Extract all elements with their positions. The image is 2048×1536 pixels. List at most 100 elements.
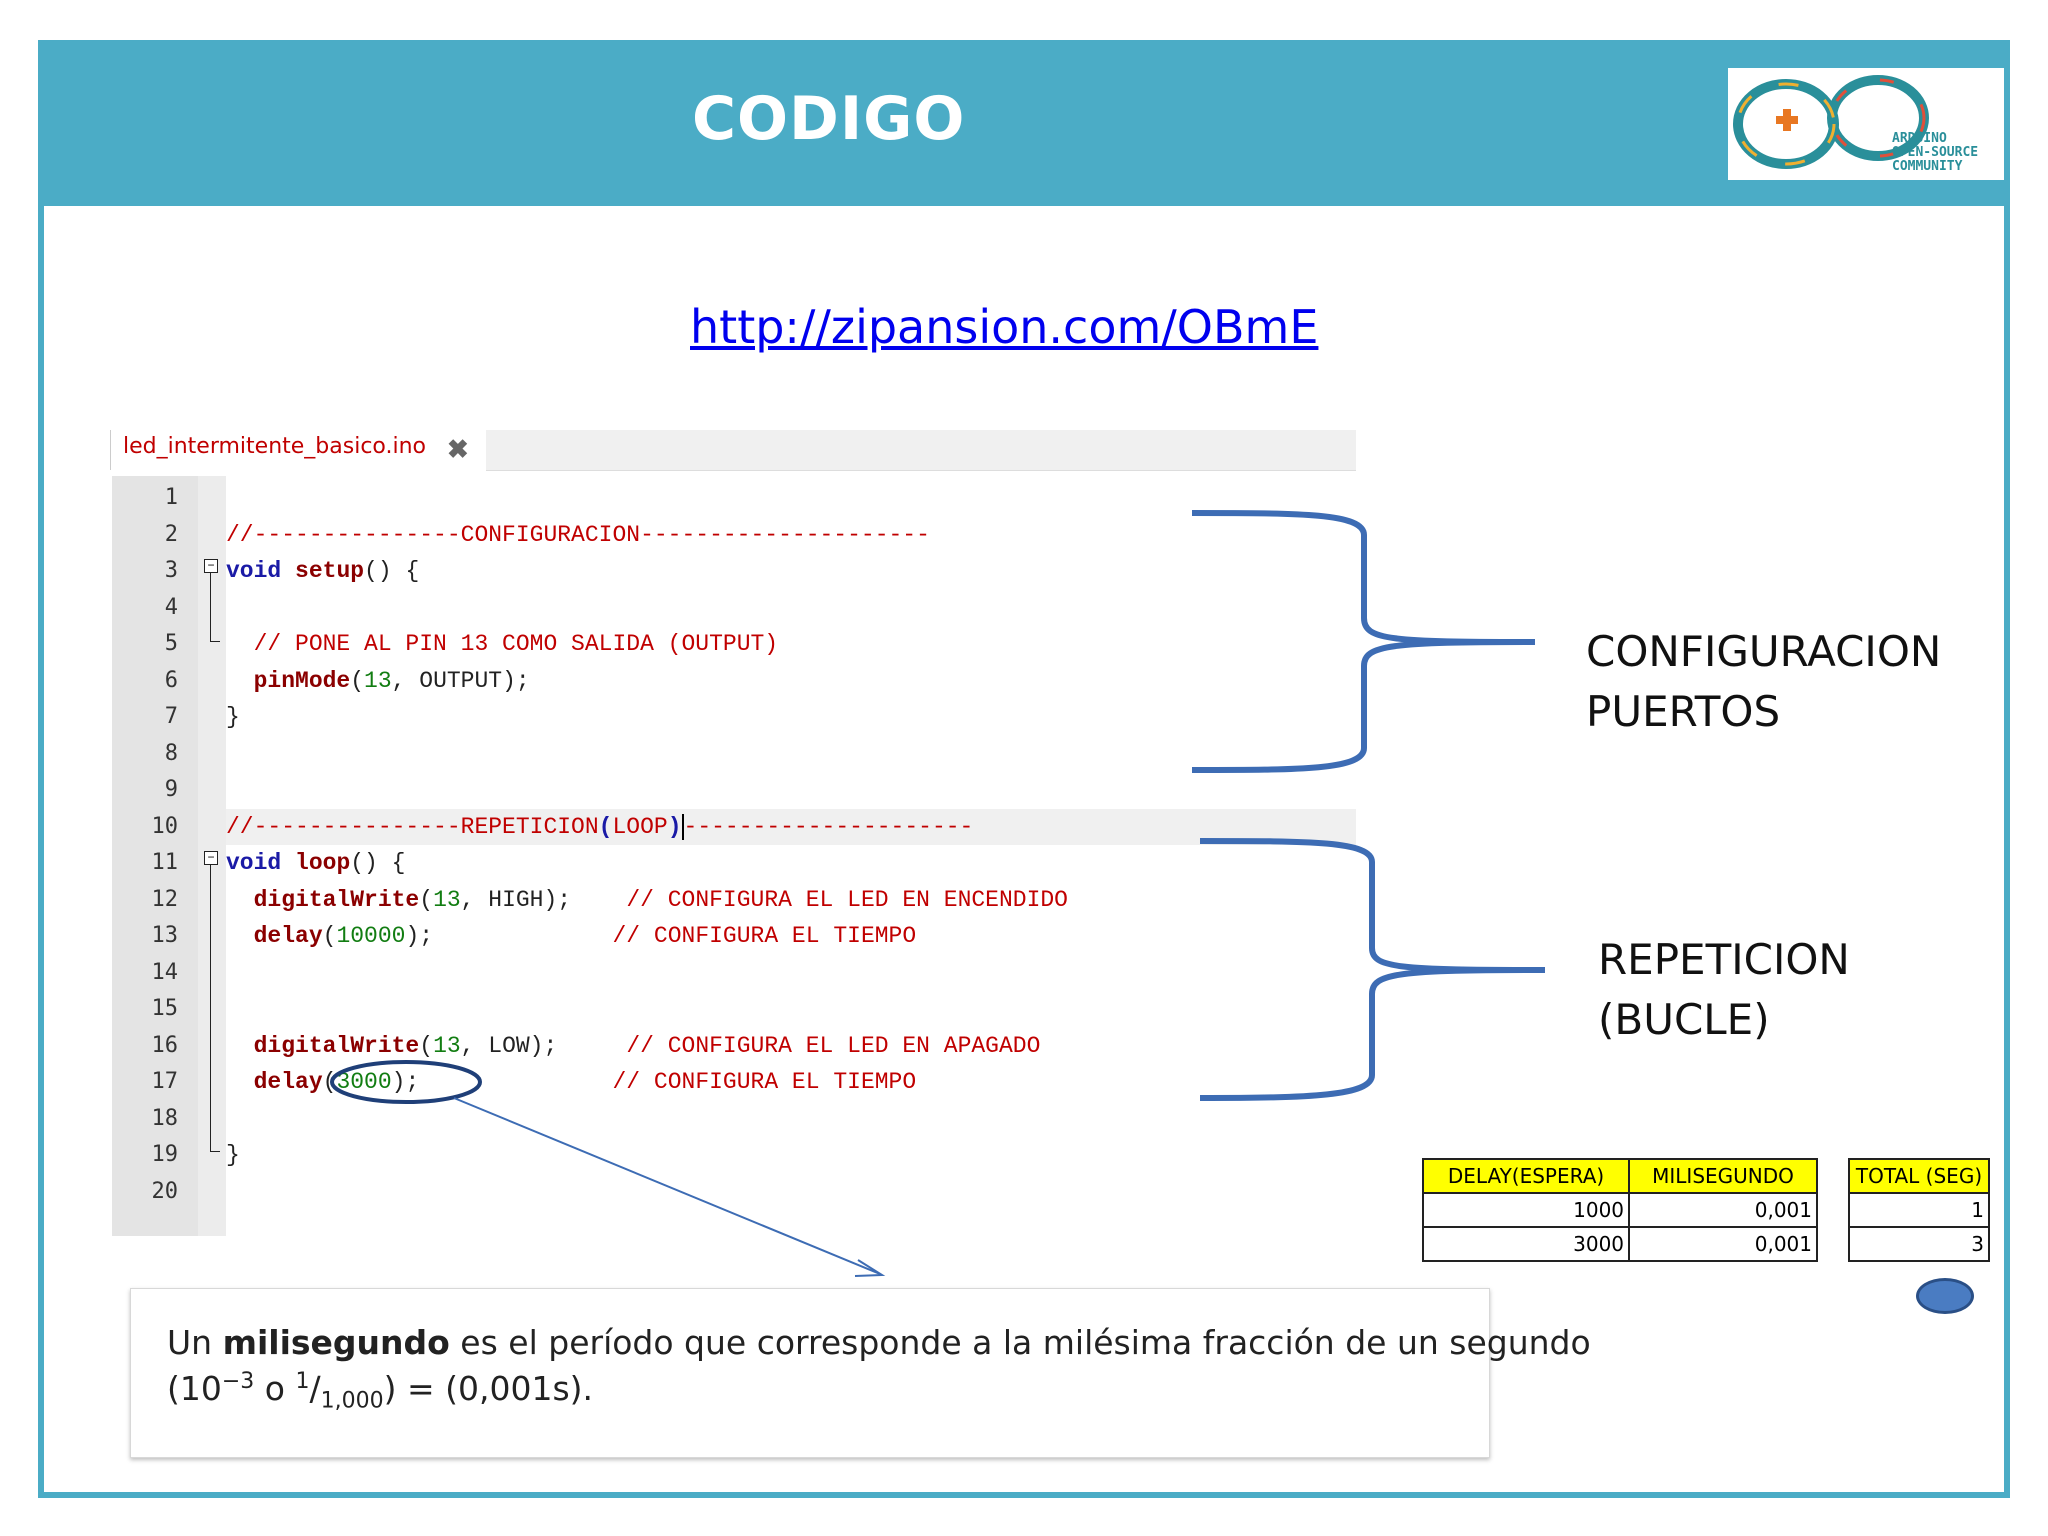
line-number: 7 — [164, 704, 178, 729]
line-numbers: 1 2 3 4 5 6 7 8 9 10 11 12 13 14 15 16 1… — [112, 480, 179, 1210]
fold-toggle-setup[interactable]: − — [204, 559, 218, 573]
code-number: 13 — [364, 667, 392, 694]
table-cell: 0,001 — [1628, 1192, 1818, 1228]
code-comment: LOOP — [612, 813, 668, 840]
arduino-infinity-icon — [1733, 75, 1929, 169]
table-cell: 3 — [1848, 1226, 1990, 1262]
tab-strip — [486, 430, 1356, 471]
table-cell: 0,001 — [1628, 1226, 1818, 1262]
code-area[interactable]: //---------------CONFIGURACION----------… — [226, 480, 1356, 1210]
label-repeticion-line2: (BUCLE) — [1598, 995, 1770, 1044]
code-paren: ) — [667, 813, 682, 840]
line-number: 8 — [164, 740, 178, 766]
close-icon[interactable]: ✖ — [447, 434, 469, 464]
code-text: ( — [419, 1032, 434, 1059]
table-cell: 1 — [1848, 1192, 1990, 1228]
table-header-row: TOTAL (SEG) — [1848, 1158, 1990, 1194]
table-header-row: DELAY(ESPERA) MILISEGUNDO — [1421, 1158, 1818, 1194]
code-comment: // CONFIGURA EL TIEMPO — [612, 1069, 917, 1095]
code-function: digitalWrite — [253, 1032, 420, 1059]
line-number: 13 — [151, 923, 179, 948]
code-editor: led_intermitente_basico.ino ✖ 1 2 3 4 5 … — [106, 430, 1356, 1238]
code-function: pinMode — [253, 667, 351, 694]
code-text: , HIGH); — [460, 886, 572, 913]
line-number: 11 — [151, 850, 179, 875]
code-text: () { — [364, 558, 420, 584]
editor-tab[interactable]: led_intermitente_basico.ino ✖ — [110, 430, 477, 470]
note-fraction-den: 1,000 — [320, 1388, 384, 1414]
logo-line-1: ARDUINO — [1892, 131, 1947, 146]
label-configuracion-line1: CONFIGURACION — [1586, 627, 1942, 676]
table-cell: 1000 — [1421, 1192, 1631, 1228]
source-link[interactable]: http://zipansion.com/OBmE — [690, 300, 1319, 354]
code-number: 13 — [433, 886, 461, 913]
code-line-19: } — [226, 1137, 1356, 1174]
note-text: o — [254, 1369, 296, 1408]
code-text: } — [226, 1142, 240, 1168]
fold-line — [210, 573, 211, 641]
code-text: ( — [322, 923, 337, 949]
code-comment: // PONE AL PIN 13 COMO SALIDA (OUTPUT) — [253, 631, 779, 657]
line-number: 18 — [151, 1105, 179, 1131]
fold-toggle-loop[interactable]: − — [204, 851, 218, 865]
table-row: 3000 0,001 — [1421, 1226, 1818, 1262]
code-text: ); — [391, 1069, 420, 1095]
line-number: 2 — [164, 521, 178, 547]
definition-note: Un milisegundo es el período que corresp… — [130, 1288, 1591, 1458]
note-text: (10 — [167, 1369, 222, 1408]
code-function: setup — [295, 558, 365, 584]
fold-end — [210, 641, 220, 642]
code-function: delay — [253, 1069, 323, 1095]
table-header-cell: TOTAL (SEG) — [1848, 1158, 1990, 1194]
line-number: 17 — [151, 1069, 179, 1094]
logo-line-3: COMMUNITY — [1892, 159, 1963, 174]
brace-repeticion — [1199, 838, 1546, 1101]
code-line-3: void setup() { — [226, 553, 1356, 590]
code-line-12: digitalWrite(13, HIGH); // CONFIGURA EL … — [226, 882, 1356, 919]
line-gutter — [112, 476, 198, 1236]
code-line-7: } — [226, 699, 1356, 736]
code-text: () { — [350, 850, 406, 876]
code-number: 10000 — [336, 923, 406, 949]
code-line-10: //---------------REPETICION(LOOP)-------… — [226, 808, 1356, 845]
code-comment: //---------------REPETICION — [226, 813, 599, 840]
note-text: ) = (0,001s). — [383, 1369, 594, 1408]
line-number: 3 — [164, 558, 178, 583]
logo-caption: ARDUINO OPEN-SOURCE COMMUNITY — [1892, 132, 1978, 174]
line-number: 4 — [164, 594, 178, 620]
table-row: 3 — [1848, 1226, 1990, 1262]
fold-line — [210, 865, 211, 1151]
note-text: / — [309, 1369, 321, 1408]
code-comment: --------------------- — [683, 813, 974, 840]
note-text: Un — [167, 1323, 223, 1362]
table-header-cell: MILISEGUNDO — [1628, 1158, 1818, 1194]
code-text: ( — [350, 667, 365, 694]
code-text: , LOW); — [460, 1032, 558, 1059]
line-number: 20 — [151, 1178, 179, 1204]
delay-highlight-ellipse — [330, 1060, 482, 1104]
line-number: 5 — [164, 631, 178, 656]
code-text: ( — [419, 886, 434, 913]
line-number: 15 — [151, 996, 179, 1021]
logo-line-2: OPEN-SOURCE — [1892, 145, 1979, 160]
code-number: 13 — [433, 1032, 461, 1059]
note-line-1: Un milisegundo es el período que corresp… — [167, 1323, 1591, 1362]
line-number: 9 — [164, 777, 178, 802]
line-number: 6 — [164, 667, 178, 693]
code-keyword: void — [226, 558, 282, 584]
table-header-cell: DELAY(ESPERA) — [1421, 1158, 1631, 1194]
code-number: 3000 — [336, 1069, 392, 1095]
note-line-2: (10−3 o 1/1,000) = (0,001s). — [167, 1369, 593, 1414]
line-number: 1 — [164, 485, 178, 510]
header-bar — [38, 40, 2010, 206]
label-configuracion: CONFIGURACION PUERTOS — [1586, 622, 1941, 742]
code-text: ); — [405, 923, 434, 949]
code-comment: // CONFIGURA EL LED EN ENCENDIDO — [626, 886, 1068, 913]
pointer-arrow — [453, 1097, 881, 1275]
arrow-head-icon — [854, 1259, 886, 1277]
code-function: loop — [295, 850, 351, 876]
code-line-11: void loop() { — [226, 845, 1356, 882]
table-row: 1 — [1848, 1192, 1990, 1228]
code-text: , OUTPUT); — [391, 667, 530, 694]
